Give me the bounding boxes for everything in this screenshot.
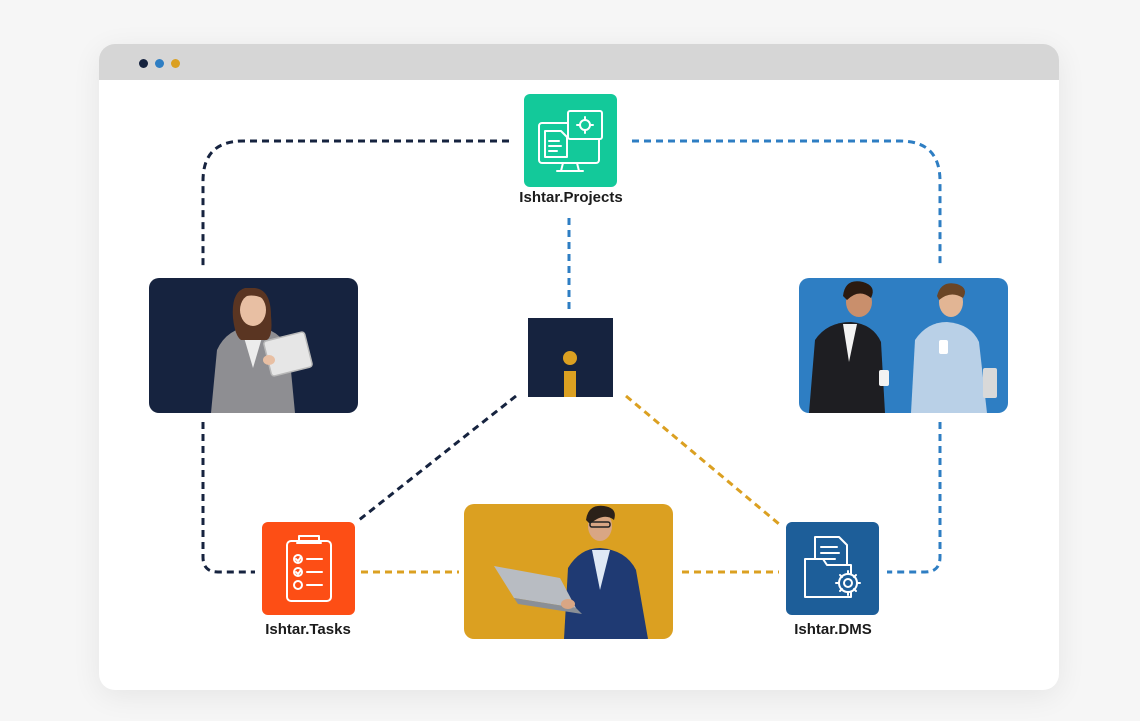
window-titlebar xyxy=(99,44,1059,80)
woman-with-tablet-illustration xyxy=(211,288,313,413)
man-with-laptop-illustration xyxy=(494,505,648,639)
projects-tile[interactable] xyxy=(524,94,617,187)
document-folder-gear-icon xyxy=(803,535,861,598)
dms-label: Ishtar.DMS xyxy=(794,621,872,638)
tasks-label: Ishtar.Tasks xyxy=(265,621,351,638)
ishtar-hub-logo[interactable] xyxy=(528,318,613,397)
link-projects-businessmen xyxy=(632,139,942,268)
link-hub-dms xyxy=(625,394,780,526)
link-woman-tasks xyxy=(201,422,255,574)
connection-lines xyxy=(201,139,942,574)
dms-tile[interactable] xyxy=(786,522,879,615)
link-projects-woman xyxy=(201,139,509,268)
tasks-tile[interactable] xyxy=(262,522,355,615)
photo-man-laptop xyxy=(464,504,673,639)
photo-woman-tablet xyxy=(149,278,358,413)
clipboard-checklist-icon xyxy=(285,534,332,602)
browser-window: Ishtar.Projects Ishtar.Tasks xyxy=(99,44,1059,690)
link-businessmen-dms xyxy=(887,422,942,574)
titlebar-dot-navy xyxy=(139,59,148,68)
titlebar-dot-blue xyxy=(155,59,164,68)
two-businessmen-illustration xyxy=(809,281,997,413)
link-hub-tasks xyxy=(358,394,517,522)
monitor-document-gear-icon xyxy=(537,109,603,172)
ishtar-i-logo-icon xyxy=(563,351,577,397)
titlebar-dot-gold xyxy=(171,59,180,68)
projects-label: Ishtar.Projects xyxy=(519,189,623,206)
photo-businessmen-coffee xyxy=(799,278,1008,413)
